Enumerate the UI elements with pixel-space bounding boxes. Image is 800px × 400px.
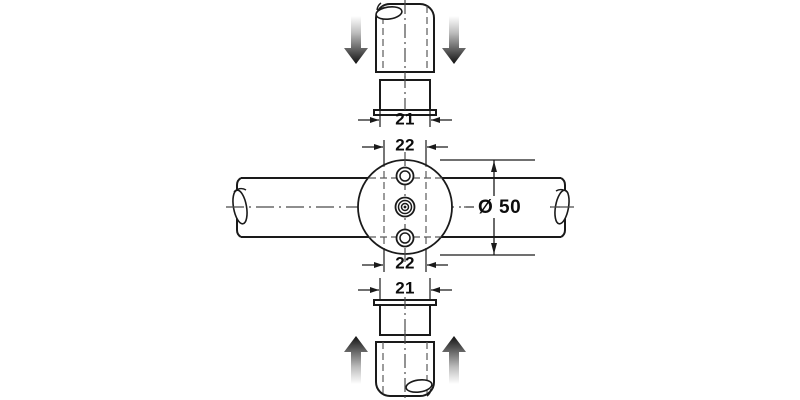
bottom-vertical-tube — [375, 330, 435, 400]
dimension-label-top-21: 21 — [395, 109, 415, 128]
dimension-label-bottom-21: 21 — [395, 278, 415, 297]
dimension-label-top-22: 22 — [395, 135, 415, 154]
arrow-bottom-right-up — [442, 336, 466, 384]
hole-upper — [395, 166, 415, 186]
dimension-bottom-21: 21 — [358, 278, 452, 300]
center-disc-hub — [357, 152, 453, 262]
hole-lower — [395, 228, 415, 248]
top-tube-bore-detail — [375, 2, 403, 21]
dimension-label-bottom-22: 22 — [395, 253, 415, 272]
top-collar-sleeve — [373, 76, 437, 118]
arrow-top-right-down — [442, 16, 466, 64]
dimension-top-22: 22 — [362, 135, 448, 166]
hole-center — [394, 196, 416, 218]
dimension-label-diameter: Ø 50 — [478, 197, 521, 218]
dimension-bottom-22: 22 — [362, 248, 448, 272]
arrow-top-left-down — [344, 16, 368, 64]
top-vertical-tube — [375, 0, 435, 78]
bottom-tube-bore-detail — [405, 378, 433, 397]
arrow-bottom-left-up — [344, 336, 368, 384]
dimension-top-21: 21 — [358, 109, 452, 128]
dimension-diameter-50: Ø 50 — [440, 159, 560, 256]
